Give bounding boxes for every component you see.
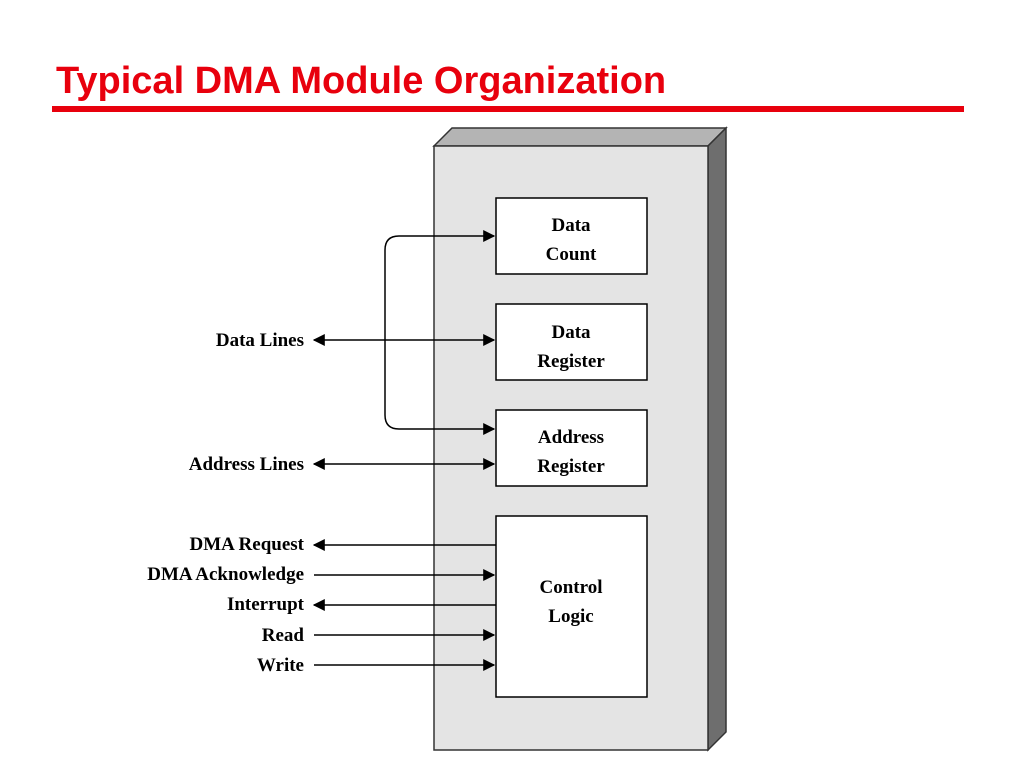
data-register-label-line2: Register	[537, 351, 605, 372]
data-register-label-line1: Data	[551, 322, 591, 343]
data-register: Data Register	[495, 303, 648, 381]
data-count-box	[495, 197, 648, 275]
address-lines-signal: Address Lines	[189, 454, 496, 475]
data-count-label-line2: Count	[546, 244, 597, 265]
interrupt-label: Interrupt	[227, 594, 305, 615]
data-lines-signal: Data Lines	[216, 330, 496, 351]
dma-request-signal: DMA Request	[189, 534, 496, 555]
data-count-label-line1: Data	[551, 215, 591, 236]
dma-request-label: DMA Request	[189, 534, 304, 555]
control-logic-label-line1: Control	[540, 577, 603, 598]
address-register: Address Register	[495, 409, 648, 487]
read-label: Read	[262, 625, 305, 646]
module-side-face	[707, 126, 727, 752]
address-register-label-line2: Register	[537, 456, 605, 477]
slide-title: Typical DMA Module Organization	[56, 60, 667, 102]
interrupt-signal: Interrupt	[227, 594, 496, 615]
module-top-face	[432, 127, 728, 147]
title-underline	[52, 106, 964, 112]
address-register-label-line1: Address	[538, 427, 604, 448]
internal-bus-to-data-count	[384, 230, 496, 340]
dma-acknowledge-signal: DMA Acknowledge	[147, 564, 496, 585]
data-count-register: Data Count	[495, 197, 648, 275]
address-lines-label: Address Lines	[189, 454, 304, 475]
dma-acknowledge-label: DMA Acknowledge	[147, 564, 304, 585]
write-label: Write	[257, 655, 304, 676]
data-register-box	[495, 303, 648, 381]
data-lines-label: Data Lines	[216, 330, 304, 351]
control-logic-label-line2: Logic	[548, 606, 593, 627]
write-signal: Write	[257, 655, 496, 676]
internal-bus-to-address-register	[384, 340, 496, 435]
read-signal: Read	[262, 625, 496, 646]
control-logic: Control Logic	[495, 515, 648, 698]
control-logic-box	[495, 515, 648, 698]
address-register-box	[495, 409, 648, 487]
